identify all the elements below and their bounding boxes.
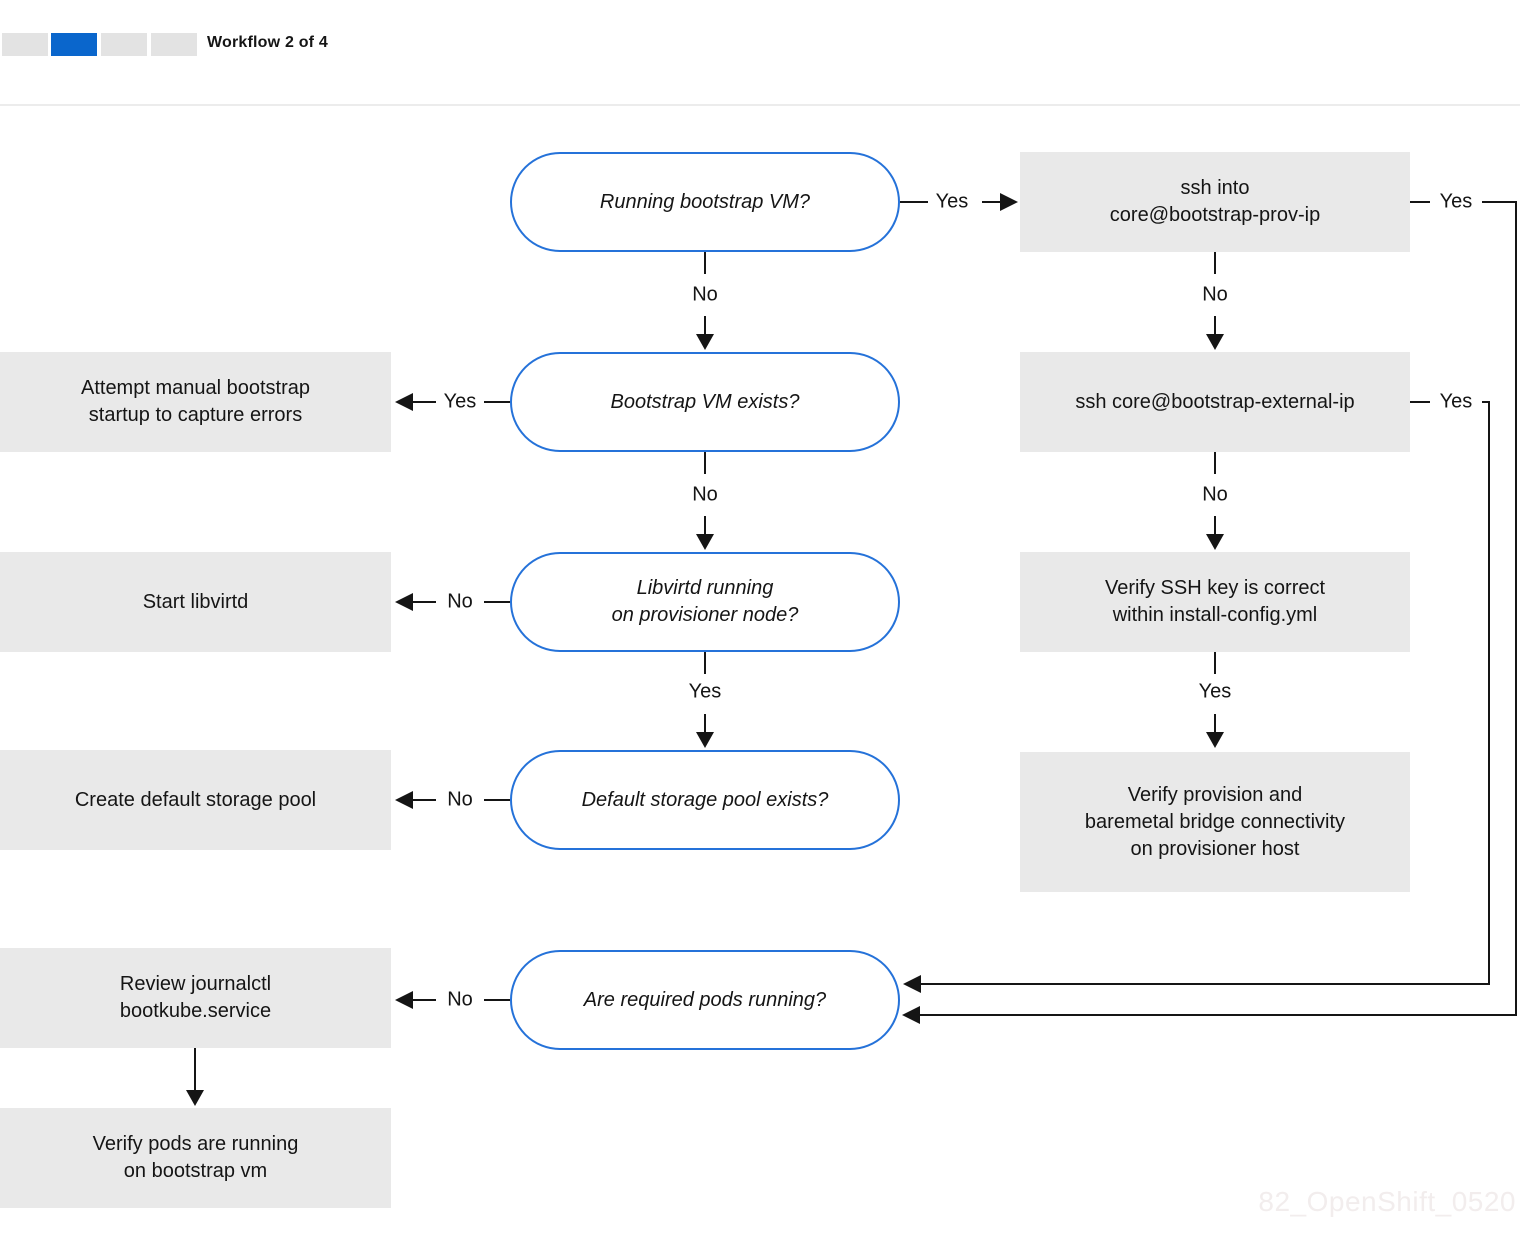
- edge-label-d5-no: No: [444, 988, 476, 1012]
- edge-label-d3-no: No: [444, 590, 476, 614]
- edge-r2-to-d5: [903, 401, 1490, 993]
- edge-label-d1-yes: Yes: [932, 190, 972, 214]
- progress-segment-2: [51, 33, 97, 56]
- edge-label-d3-yes: Yes: [685, 680, 725, 704]
- watermark: 82_OpenShift_0520: [1258, 1186, 1516, 1217]
- action-attempt-manual-bootstrap: Attempt manual bootstrap startup to capt…: [0, 352, 391, 452]
- action-review-journalctl-bootkube: Review journalctl bootkube.service: [0, 948, 391, 1048]
- edge-r2-to-r3: [1206, 452, 1224, 550]
- edge-d3-to-d4: [696, 652, 714, 748]
- progress-segment-4: [151, 33, 197, 56]
- edge-label-d1-no: No: [689, 283, 721, 307]
- edge-d2-to-d3: [696, 452, 714, 550]
- edge-r1-to-r2: [1206, 252, 1224, 350]
- edge-d1-to-d2: [696, 252, 714, 350]
- edge-label-d2-yes: Yes: [440, 390, 480, 414]
- action-verify-bridge-connectivity: Verify provision and baremetal bridge co…: [1020, 752, 1410, 892]
- action-verify-ssh-key: Verify SSH key is correct within install…: [1020, 552, 1410, 652]
- action-create-default-storage-pool: Create default storage pool: [0, 750, 391, 850]
- decision-running-bootstrap-vm: Running bootstrap VM?: [510, 152, 900, 252]
- edge-label-r1-no: No: [1199, 283, 1231, 307]
- edge-d1-to-r1: [900, 193, 1018, 211]
- decision-required-pods-running: Are required pods running?: [510, 950, 900, 1050]
- edge-label-r2-no: No: [1199, 483, 1231, 507]
- edge-d2-to-l1: [395, 393, 510, 411]
- progress-segment-3: [101, 33, 147, 56]
- edge-r1-to-d5: [902, 201, 1517, 1024]
- decision-default-storage-pool-exists: Default storage pool exists?: [510, 750, 900, 850]
- edge-d4-to-l3: [395, 791, 510, 809]
- header-divider: [0, 104, 1520, 106]
- action-verify-pods-on-bootstrap-vm: Verify pods are running on bootstrap vm: [0, 1108, 391, 1208]
- edge-label-r2-yes: Yes: [1436, 390, 1476, 414]
- decision-bootstrap-vm-exists: Bootstrap VM exists?: [510, 352, 900, 452]
- action-ssh-into-bootstrap-prov-ip: ssh into core@bootstrap-prov-ip: [1020, 152, 1410, 252]
- edge-label-d4-no: No: [444, 788, 476, 812]
- edge-d3-to-l2: [395, 593, 510, 611]
- progress-segment-1: [2, 33, 48, 56]
- edge-d5-to-l4: [395, 991, 510, 1009]
- edge-l4-to-l5: [186, 1048, 204, 1106]
- workflow-title: Workflow 2 of 4: [207, 34, 328, 51]
- edge-label-d2-no: No: [689, 483, 721, 507]
- edge-label-r3-yes: Yes: [1195, 680, 1235, 704]
- action-ssh-bootstrap-external-ip: ssh core@bootstrap-external-ip: [1020, 352, 1410, 452]
- edge-label-r1-yes: Yes: [1436, 190, 1476, 214]
- decision-libvirtd-running: Libvirtd running on provisioner node?: [510, 552, 900, 652]
- edge-r3-to-r4: [1206, 652, 1224, 748]
- action-start-libvirtd: Start libvirtd: [0, 552, 391, 652]
